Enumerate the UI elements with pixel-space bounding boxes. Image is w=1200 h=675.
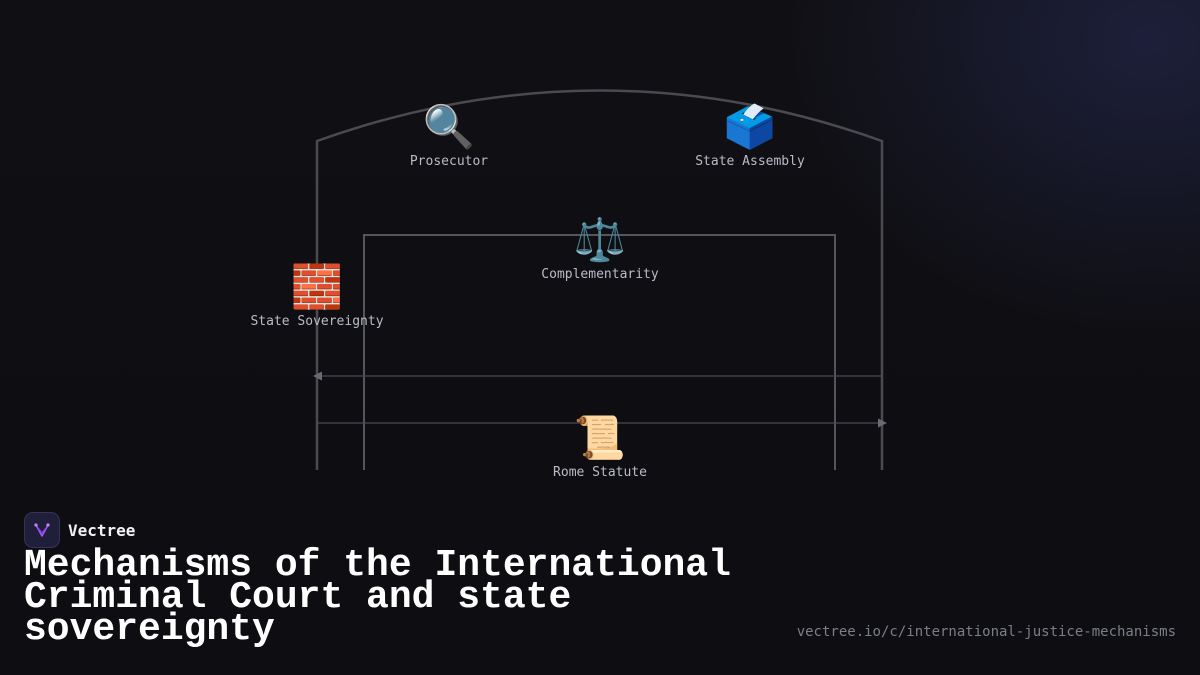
outer-arch xyxy=(315,89,884,470)
balance-scale-icon: ⚖️ xyxy=(573,215,627,264)
vectree-logo-icon xyxy=(24,512,60,548)
node-label: Prosecutor xyxy=(409,154,489,169)
scroll-icon: 📜 xyxy=(573,413,627,462)
ballot-box-icon: 🗳️ xyxy=(723,102,777,151)
node-state-sovereignty: 🧱 State Sovereignty xyxy=(250,262,383,329)
brand[interactable]: Vectree xyxy=(24,512,135,548)
node-label: Complementarity xyxy=(541,267,659,282)
node-rome-statute: 📜 Rome Statute xyxy=(553,413,647,480)
page-title: Mechanisms of the International Criminal… xyxy=(24,544,731,651)
node-state-assembly: 🗳️ State Assembly xyxy=(695,102,805,169)
node-label: State Assembly xyxy=(695,154,805,169)
arrow-right-head xyxy=(878,418,887,428)
node-complementarity: ⚖️ Complementarity xyxy=(541,215,658,282)
node-label: State Sovereignty xyxy=(250,314,384,329)
inner-frame xyxy=(363,234,836,470)
source-url[interactable]: vectree.io/c/international-justice-mecha… xyxy=(796,624,1176,640)
magnifying-glass-icon: 🔍 xyxy=(422,102,476,151)
brand-name: Vectree xyxy=(68,520,136,540)
node-label: Rome Statute xyxy=(553,465,647,480)
brick-wall-icon: 🧱 xyxy=(290,262,344,311)
node-prosecutor: 🔍 Prosecutor xyxy=(410,102,488,169)
arrow-left-head xyxy=(313,371,322,381)
